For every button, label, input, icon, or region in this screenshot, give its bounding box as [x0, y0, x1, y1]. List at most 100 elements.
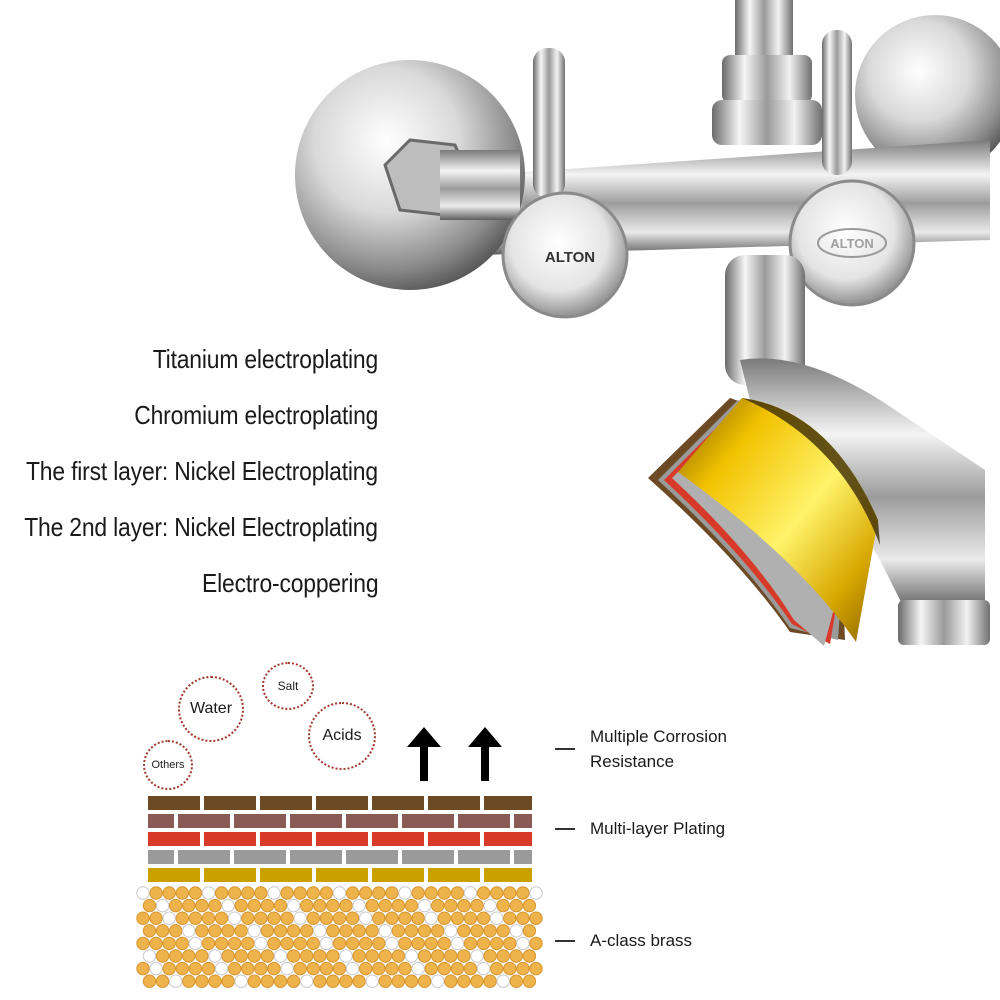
brass-grain-dot [516, 886, 530, 900]
brass-grain-dot [476, 961, 491, 976]
top-hex-nut [722, 55, 812, 103]
brass-grain-dot [293, 911, 307, 925]
brass-grain-dot [457, 924, 471, 938]
brass-grain-dot [450, 961, 465, 976]
left-brand-mark: ALTON [545, 249, 595, 266]
brass-grain-dot [424, 961, 438, 976]
brass-grain-dot [136, 936, 150, 951]
brass-grain-dot [345, 936, 360, 951]
brass-grain-dot [208, 898, 222, 913]
arrow-up-icon [468, 727, 502, 781]
plating-brick [260, 796, 312, 810]
brass-grain-dot [221, 924, 235, 938]
plating-brick [372, 868, 424, 882]
brass-grain-dot [221, 898, 235, 913]
brass-grain-dot [319, 911, 334, 925]
brass-grain-dot [319, 961, 334, 976]
annot-resistance: Multiple Corrosion Resistance [590, 727, 727, 771]
brass-grain-dot [273, 949, 288, 963]
plating-brick [346, 850, 398, 864]
plating-brick [148, 832, 200, 846]
brass-grain-dot [142, 924, 157, 938]
brass-grain-dot [319, 936, 334, 951]
plating-brick [402, 814, 454, 828]
brass-grain-dot [359, 886, 373, 900]
brass-grain-dot [306, 911, 320, 925]
brass-grain-dot [234, 974, 248, 988]
brass-grain-dot [142, 974, 157, 988]
brass-grain-dot [529, 961, 543, 976]
brass-grain-dot [136, 911, 150, 925]
brass-grain-dot [241, 886, 255, 900]
label-nickel-2: The 2nd layer: Nickel Electroplating [24, 512, 378, 542]
brass-grain-dot [155, 924, 170, 938]
brass-grain-dot [444, 898, 458, 913]
brass-grain-dot [214, 911, 229, 925]
brass-grain-dot [417, 924, 432, 938]
brass-grain-dot [529, 936, 543, 951]
brass-grain-dot [188, 961, 203, 976]
brass-grain-dot [267, 961, 281, 976]
brass-grain-dot [385, 911, 399, 925]
brass-grain-dot [503, 936, 517, 951]
brass-grain-dot [195, 898, 209, 913]
brass-grain-dot [359, 961, 373, 976]
brass-grain-dot [169, 898, 183, 913]
brass-grain-dot [254, 911, 268, 925]
brass-grain-dot [293, 886, 307, 900]
brass-grain-dot [286, 949, 301, 963]
brass-grain-dot [437, 936, 451, 951]
plating-brick [148, 850, 174, 864]
plating-brick [428, 796, 480, 810]
plating-brick [484, 796, 532, 810]
brass-grain-dot [214, 936, 229, 951]
plating-brick [178, 850, 230, 864]
brass-grain-dot [404, 949, 419, 963]
brass-grain-dot [522, 924, 537, 938]
brass-grain-dot [188, 911, 203, 925]
brass-grain-dot [352, 949, 366, 963]
brass-grain-dot [195, 924, 209, 938]
brass-grain-dot [228, 911, 242, 925]
left-handle-knob [501, 191, 629, 319]
peeled-plating-layers [648, 398, 880, 646]
brass-grain-dot [417, 898, 432, 913]
brass-grain-dot [175, 886, 190, 900]
brass-grain-dot [378, 974, 392, 988]
brass-grain-dot [398, 961, 412, 976]
brass-grain-dot [463, 911, 478, 925]
brass-grain-dot [378, 949, 392, 963]
top-pipe [735, 0, 793, 60]
brass-grain-dot [470, 949, 484, 963]
brass-grain-dot [247, 924, 262, 938]
brass-grain-dot [490, 911, 504, 925]
brass-grain-dot [444, 924, 458, 938]
brass-grain-dot [463, 961, 478, 976]
plating-brick [148, 814, 174, 828]
brass-grain-dot [398, 911, 412, 925]
plating-brick [484, 868, 532, 882]
brass-grain-dot [155, 974, 170, 988]
plating-brick [514, 814, 532, 828]
brass-grain-dot [496, 949, 510, 963]
brass-grain-dot [241, 911, 255, 925]
brass-grain-dot [496, 898, 510, 913]
brass-grain-dot [142, 898, 157, 913]
brass-grain-dot [496, 974, 510, 988]
dash-plating [555, 828, 575, 830]
brass-grain-dot [503, 886, 517, 900]
annot-brass: A-class brass [590, 931, 693, 950]
brass-grain-dot [182, 924, 196, 938]
brass-grain-dot [398, 936, 412, 951]
brass-grain-dot [326, 949, 340, 963]
brass-grain-dot [496, 924, 510, 938]
brass-grain-dot [162, 911, 176, 925]
brass-grain-dot [201, 936, 216, 951]
brass-grain-dot [372, 936, 386, 951]
plating-brick [458, 814, 510, 828]
plating-brick [402, 850, 454, 864]
plating-brick [260, 868, 312, 882]
brass-grain-dot [503, 911, 517, 925]
brass-grain-dot [470, 924, 484, 938]
brass-grain-dot [260, 924, 275, 938]
